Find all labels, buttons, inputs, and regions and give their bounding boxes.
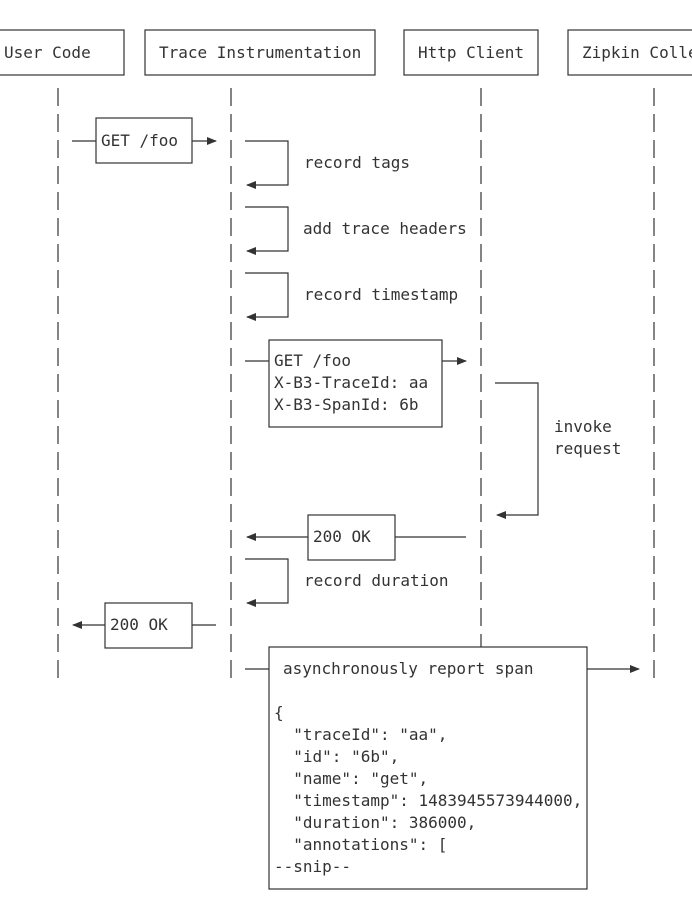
span-json-line: "traceId": "aa", — [274, 725, 447, 744]
self-message-add-trace-headers: add trace headers — [245, 206, 467, 255]
participant-trace-instrumentation: Trace Instrumentation — [144, 29, 376, 76]
message-get-foo: GET /foo — [72, 117, 217, 164]
participant-trace-instrumentation-label: Trace Instrumentation — [159, 43, 361, 62]
participant-http-client: Http Client — [403, 29, 539, 76]
span-json-line: "duration": 386000, — [274, 813, 476, 832]
record-duration-label: record duration — [304, 571, 449, 590]
ok-http-label: 200 OK — [313, 527, 371, 546]
message-get-foo-label: GET /foo — [101, 131, 178, 150]
add-trace-headers-label: add trace headers — [303, 219, 467, 238]
request-line-span-id: X-B3-SpanId: 6b — [274, 395, 419, 414]
participant-user-code: User Code — [0, 29, 125, 76]
self-message-invoke-request: invoke request — [495, 382, 621, 519]
span-json-line: --snip-- — [274, 857, 351, 876]
participant-http-client-label: Http Client — [418, 43, 524, 62]
message-report-span: asynchronously report span { "traceId": … — [245, 646, 640, 890]
request-line-method: GET /foo — [274, 351, 351, 370]
participant-zipkin-collector: Zipkin Collector — [567, 29, 692, 76]
report-span-label: asynchronously report span — [283, 659, 533, 678]
ok-user-label: 200 OK — [110, 615, 168, 634]
participant-user-code-label: User Code — [4, 43, 91, 62]
invoke-request-label-line2: request — [554, 439, 621, 458]
self-message-record-duration: record duration — [245, 558, 449, 607]
request-line-trace-id: X-B3-TraceId: aa — [274, 373, 428, 392]
span-json-line: "annotations": [ — [274, 835, 447, 854]
span-json-line: { — [274, 703, 284, 722]
record-tags-label: record tags — [304, 153, 410, 172]
self-message-record-timestamp: record timestamp — [245, 272, 458, 321]
self-message-record-tags: record tags — [245, 140, 410, 189]
participant-zipkin-collector-label: Zipkin Collector — [582, 43, 692, 62]
message-http-request: GET /foo X-B3-TraceId: aa X-B3-SpanId: 6… — [245, 339, 467, 428]
span-json-line: "id": "6b", — [274, 747, 399, 766]
invoke-request-label-line1: invoke — [554, 417, 612, 436]
message-200-ok-http: 200 OK — [246, 514, 466, 561]
span-json-line: "name": "get", — [274, 769, 428, 788]
message-200-ok-user: 200 OK — [72, 602, 216, 649]
record-timestamp-label: record timestamp — [304, 285, 458, 304]
span-json-line: "timestamp": 1483945573944000, — [274, 791, 582, 810]
